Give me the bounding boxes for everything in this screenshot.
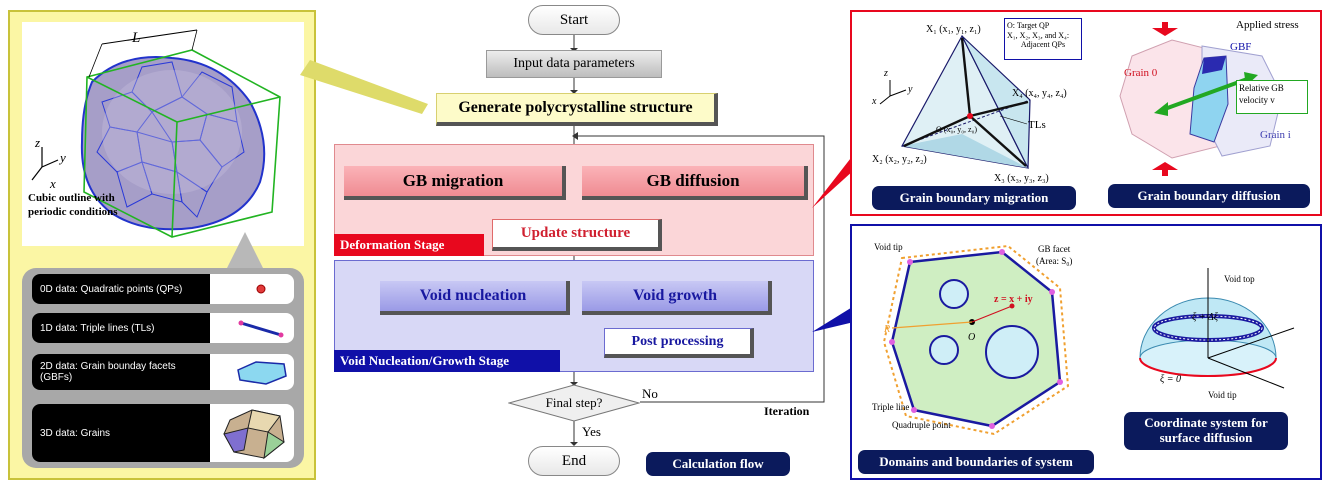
domains-illustration: Void tip GB facet (Area: S₀) z = x + iy … bbox=[872, 242, 1072, 436]
svg-text:X₃ (x₃, y₃, z₃): X₃ (x₃, y₃, z₃) bbox=[994, 173, 1049, 184]
svg-text:z: z bbox=[883, 68, 888, 79]
svg-text:Quadruple point: Quadruple point bbox=[892, 420, 951, 430]
svg-text:Grain i: Grain i bbox=[1260, 129, 1291, 141]
data-row-3d: 3D data: Grains bbox=[32, 404, 294, 462]
yes-label: Yes bbox=[582, 424, 601, 439]
svg-text:TLs: TLs bbox=[1028, 119, 1046, 131]
data-row-2d: 2D data: Grain bounday facets (GBFs) bbox=[32, 354, 294, 390]
axis-triad-icon bbox=[31, 147, 59, 181]
callout-triangle-left bbox=[300, 60, 428, 114]
svg-text:ξ + Δξ: ξ + Δξ bbox=[1192, 312, 1219, 323]
relative-velocity-box: Relative GB velocity v bbox=[1236, 80, 1308, 114]
gbm-caption: Grain boundary migration bbox=[872, 186, 1076, 210]
dimension-line bbox=[101, 29, 198, 45]
svg-text:X₂ (x₂, y₂, z₂): X₂ (x₂, y₂, z₂) bbox=[872, 154, 927, 165]
void-stage-label: Void Nucleation/Growth Stage bbox=[334, 350, 560, 372]
svg-text:(Area: S₀): (Area: S₀) bbox=[1036, 256, 1072, 266]
svg-text:z = x + iy: z = x + iy bbox=[994, 294, 1033, 305]
diffusion-illustration: Applied stress Grain 0 Grain i GBF bbox=[1119, 19, 1299, 176]
deformation-stage-label: Deformation Stage bbox=[334, 234, 484, 256]
point-icon bbox=[256, 284, 266, 294]
facet-icon bbox=[237, 361, 287, 385]
svg-text:Void top: Void top bbox=[1224, 274, 1255, 284]
svg-text:z: z bbox=[34, 135, 40, 150]
input-parameters-box: Input data parameters bbox=[486, 50, 662, 78]
void-nucleation-box: Void nucleation bbox=[380, 281, 570, 315]
svg-text:Applied stress: Applied stress bbox=[1236, 19, 1299, 31]
svg-text:y: y bbox=[907, 84, 913, 95]
data-row-0d: 0D data: Quadratic points (QPs) bbox=[32, 274, 294, 304]
gb-diffusion-box: GB diffusion bbox=[582, 166, 808, 200]
update-structure-box: Update structure bbox=[492, 219, 662, 251]
final-step-diamond bbox=[508, 384, 640, 422]
start-terminal: Start bbox=[528, 5, 620, 35]
svg-text:ξ = 0: ξ = 0 bbox=[1160, 374, 1181, 385]
svg-text:X₄ (x₄, y₄, z₄): X₄ (x₄, y₄, z₄) bbox=[1012, 88, 1067, 99]
end-terminal: End bbox=[528, 446, 620, 476]
iteration-label: Iteration bbox=[764, 404, 810, 418]
polycrystal-cluster bbox=[80, 56, 266, 231]
svg-text:O: O bbox=[968, 332, 975, 343]
svg-text:y: y bbox=[58, 150, 66, 165]
final-step-label: Final step? bbox=[545, 395, 603, 410]
callout-triangles-right bbox=[812, 154, 854, 332]
grain-icon bbox=[223, 409, 285, 460]
dome-illustration: Void top ξ + Δξ ξ = 0 Void tip bbox=[1139, 268, 1295, 400]
polycrystal-illustration: L z y x bbox=[31, 29, 281, 238]
calculation-flow-label: Calculation flow bbox=[646, 452, 790, 476]
svg-text:X₁ (x₁, y₁, z₁): X₁ (x₁, y₁, z₁) bbox=[926, 24, 981, 35]
void-growth-box: Void growth bbox=[582, 281, 772, 315]
svg-text:GBF: GBF bbox=[1230, 41, 1251, 53]
gbd-caption: Grain boundary diffusion bbox=[1108, 184, 1310, 208]
svg-text:x: x bbox=[49, 176, 56, 191]
svg-text:O (x₀, y₀, z₀): O (x₀, y₀, z₀) bbox=[936, 125, 977, 134]
no-label: No bbox=[642, 386, 658, 401]
coord-caption: Coordinate system for surface diffusion bbox=[1124, 412, 1288, 450]
post-processing-box: Post processing bbox=[604, 328, 754, 358]
data-row-1d: 1D data: Triple lines (TLs) bbox=[32, 313, 294, 343]
svg-text:Void tip: Void tip bbox=[874, 242, 903, 252]
gbm-legend: O: Target QP X₁, X₂, X₃, and X₄: Adjacen… bbox=[1004, 18, 1082, 60]
svg-text:Void tip: Void tip bbox=[1208, 390, 1237, 400]
gb-migration-box: GB migration bbox=[344, 166, 566, 200]
svg-text:Triple line: Triple line bbox=[872, 402, 909, 412]
svg-text:Grain 0: Grain 0 bbox=[1124, 67, 1158, 79]
length-label: L bbox=[131, 30, 140, 46]
tetrahedron-illustration: z y x X₁ (x₁, y₁, z₁) X₂ (x₂, y₂, z₂) X₃… bbox=[871, 24, 1067, 184]
cube-caption: Cubic outline with periodic conditions bbox=[28, 192, 118, 218]
domains-caption: Domains and boundaries of system bbox=[858, 450, 1094, 474]
generate-structure-box: Generate polycrystalline structure bbox=[436, 93, 718, 126]
svg-text:GB facet: GB facet bbox=[1038, 244, 1071, 254]
svg-text:x: x bbox=[871, 96, 877, 107]
svg-text:R: R bbox=[883, 324, 890, 335]
line-icon bbox=[238, 320, 284, 338]
callout-triangle-data bbox=[225, 232, 265, 272]
